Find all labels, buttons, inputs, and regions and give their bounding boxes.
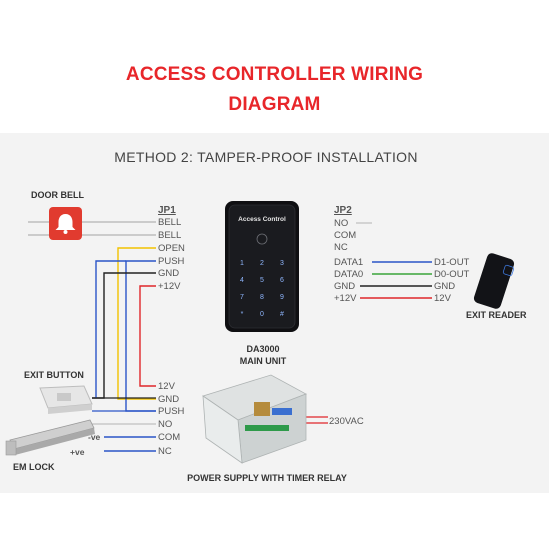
main-unit-device: Access Control 1 2 3 4 5 6 7 8 9 * 0 # (225, 201, 299, 332)
main-unit-label: MAIN UNIT (240, 356, 287, 366)
jp1-pin-3: PUSH (158, 256, 185, 267)
door-bell-icon (49, 207, 82, 240)
jp2-header: JP2 (334, 205, 352, 216)
jp1-pin-1: BELL (158, 230, 181, 241)
door-bell-label: DOOR BELL (31, 190, 85, 200)
card-sensor-icon (256, 233, 268, 245)
power-terminal-0: 12V (158, 381, 176, 392)
main-unit-model: DA3000 (246, 344, 279, 354)
title-line-1: ACCESS CONTROLLER WIRING (125, 64, 424, 85)
power-terminal-5: NC (158, 446, 172, 457)
keypad-key-10: 0 (260, 311, 264, 318)
exit-reader-icon (473, 253, 515, 309)
reader-pin-1: D0-OUT (434, 269, 470, 280)
exit-button-label: EXIT BUTTON (24, 370, 84, 380)
keypad-key-5: 6 (280, 277, 284, 284)
reader-pin-0: D1-OUT (434, 257, 470, 268)
wire-12v-jp1 (139, 285, 156, 387)
keypad-key-7: 8 (260, 294, 264, 301)
em-lock-label: EM LOCK (13, 462, 55, 472)
jp2-pin-4: DATA0 (334, 269, 363, 280)
keypad-key-3: 4 (240, 277, 244, 284)
keypad-key-9: * (241, 311, 244, 318)
wire-gnd-jp1 (92, 272, 156, 399)
power-input-label: 230VAC (329, 416, 364, 427)
keypad-key-0: 1 (240, 260, 244, 267)
jp2-pin-5: GND (334, 281, 355, 292)
subtitle: METHOD 2: TAMPER-PROOF INSTALLATION (114, 149, 418, 165)
jp1-pin-4: GND (158, 268, 179, 279)
exit-reader-label: EXIT READER (466, 310, 527, 320)
transformer-icon (254, 402, 270, 416)
jp1-pin-0: BELL (158, 217, 181, 228)
reader-pin-3: 12V (434, 293, 452, 304)
keypad-key-1: 2 (260, 260, 264, 267)
lock-negative-label: -ve (88, 432, 101, 442)
jp1-pin-2: OPEN (158, 243, 185, 254)
jp1-header: JP1 (158, 205, 176, 216)
exit-button-icon (39, 385, 93, 414)
jp2-pin-0: NO (334, 218, 348, 229)
em-lock-icon (5, 419, 95, 456)
keypad-key-4: 5 (260, 277, 264, 284)
jp2-pin-3: DATA1 (334, 257, 363, 268)
power-terminal-2: PUSH (158, 406, 185, 417)
keypad-key-6: 7 (240, 294, 244, 301)
keypad-key-11: # (280, 311, 284, 318)
power-terminal-4: COM (158, 432, 180, 443)
power-supply-label: POWER SUPPLY WITH TIMER RELAY (187, 473, 347, 483)
terminal-block-icon (245, 425, 289, 431)
jp2-pin-6: +12V (334, 293, 357, 304)
keypad-key-8: 9 (280, 294, 284, 301)
power-terminal-1: GND (158, 394, 179, 405)
device-screen-text: Access Control (238, 216, 286, 223)
power-terminal-3: NO (158, 419, 172, 430)
jp2-pin-1: COM (334, 230, 356, 241)
wire-blue-loop (95, 260, 126, 398)
power-supply-box (202, 374, 307, 464)
wire-open (117, 247, 156, 400)
lock-positive-label: +ve (70, 447, 85, 457)
relay-icon (272, 408, 292, 415)
keypad-key-2: 3 (280, 260, 284, 267)
wire-push (125, 260, 156, 412)
jp2-pin-2: NC (334, 242, 348, 253)
title-line-2: DIAGRAM (228, 94, 321, 115)
reader-pin-2: GND (434, 281, 455, 292)
jp1-pin-5: +12V (158, 281, 181, 292)
